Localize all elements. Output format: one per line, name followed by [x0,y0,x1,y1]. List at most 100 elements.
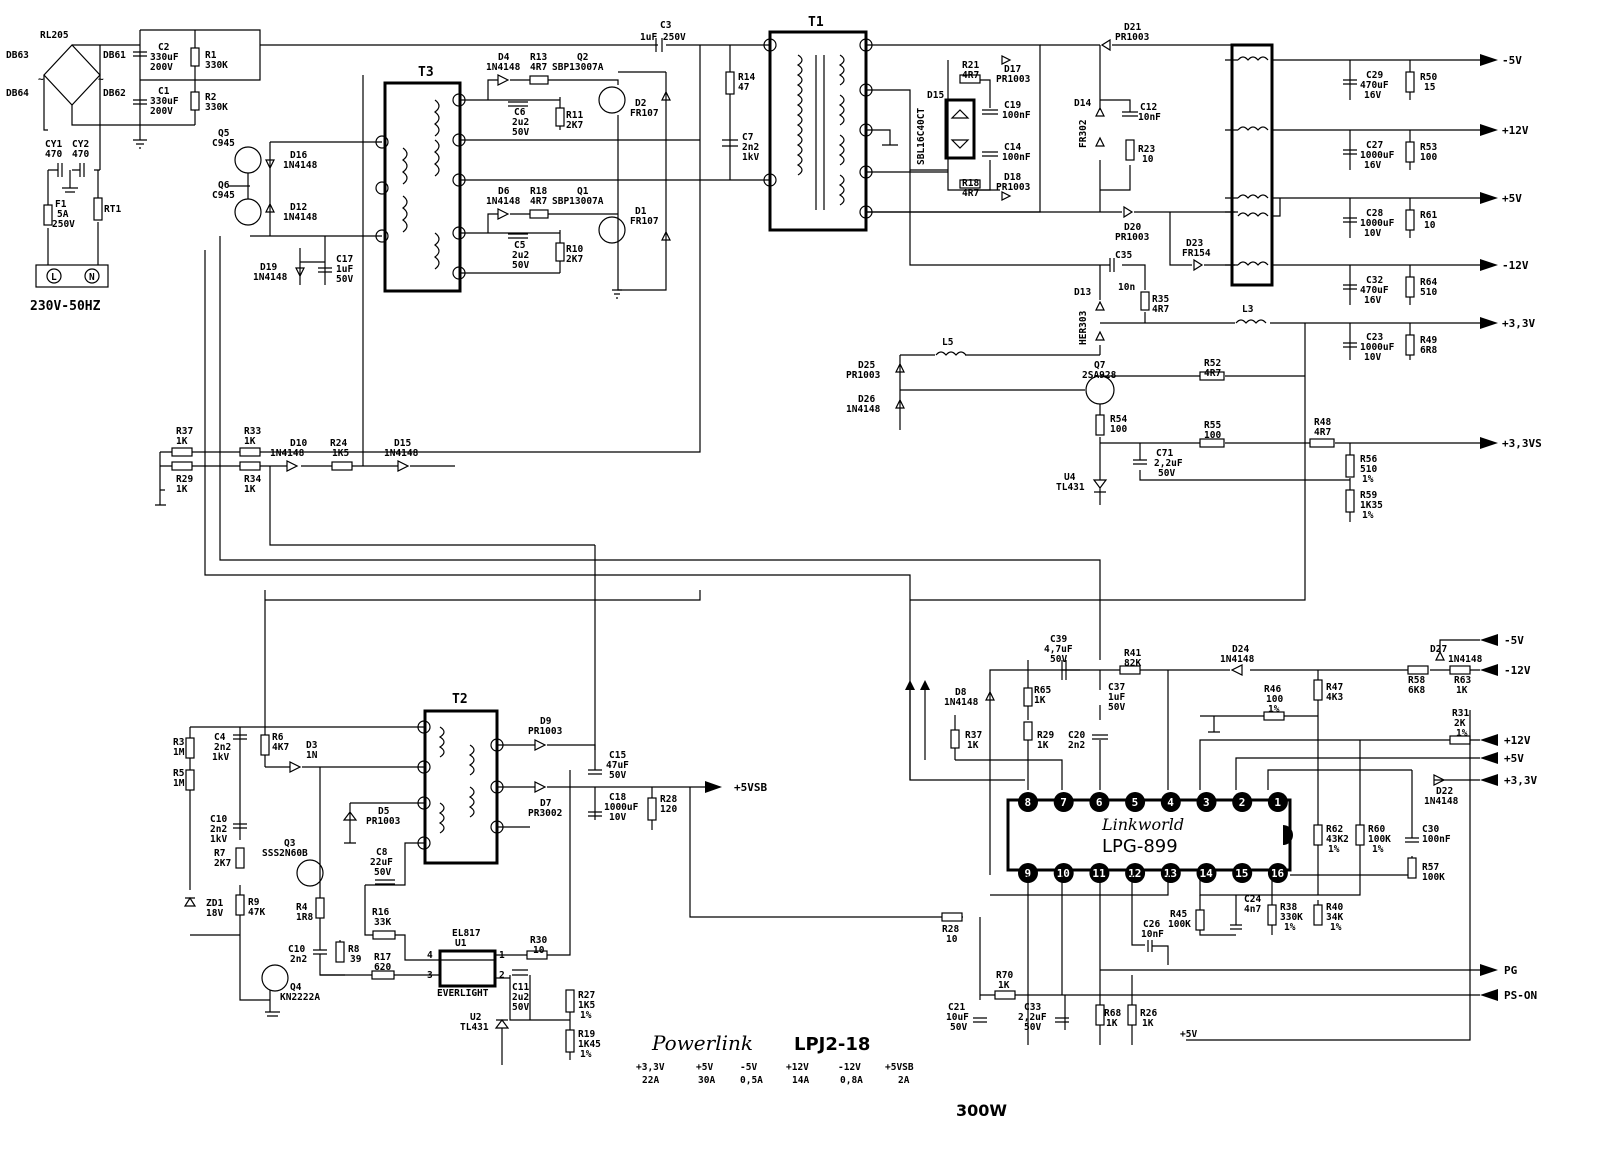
q6-label: Q6 [218,180,230,191]
d26-label: D26 [858,394,875,405]
r60-value: 100K [1368,834,1391,845]
c71-label: C71 [1156,448,1173,459]
r62-tol: 1% [1328,844,1340,855]
c30-value: 100nF [1422,834,1451,845]
ic-top-pin-7 [1053,792,1074,812]
r3-value: 1M [173,747,185,758]
ic-bottom-pin-label-12: 12 [1128,867,1141,880]
c10a-voltage: 1kV [210,834,227,845]
r34-label: R34 [244,474,261,485]
output-choke: C29 470uF 16V R50 15 C27 1000uF 16V R53 … [1225,43,1480,363]
c10b-label: C10 [288,944,305,955]
current-col-5: 0,8A [840,1075,863,1086]
r61-value: 10 [1424,220,1436,231]
r70-label: R70 [996,970,1013,981]
optocoupler-u1 [438,949,497,988]
rail-col-2: +5V [696,1062,713,1073]
r47-label: R47 [1326,682,1343,693]
r18-value: 4R7 [530,196,547,207]
r28b-value: 10 [946,934,958,945]
r31-label: R31 [1452,708,1469,719]
d3-value: 1N [306,750,318,761]
r13-label: R13 [530,52,547,63]
bridge-rectifier [43,44,101,106]
output-rails: -5V +12V +5V -12V +3,3V +3,3VS [1480,54,1542,450]
c32-value: 470uF [1360,285,1389,296]
r23-value: 10 [1142,154,1154,165]
c2-label: C2 [158,42,169,53]
c11-voltage: 50V [512,1002,529,1013]
ic-bottom-pin-label-10: 10 [1057,867,1070,880]
r10-value: 2K7 [566,254,583,265]
r45-value: 100K [1168,919,1191,930]
svg-text:4: 4 [427,950,433,961]
c10a-label: C10 [210,814,227,825]
d16-label: D16 [290,150,307,161]
u1-label: U1 [455,938,467,949]
r62-label: R62 [1326,824,1343,835]
current-col-3: 0,5A [740,1075,763,1086]
c4-voltage: 1kV [212,752,229,763]
output-plus3v3s: +3,3VS [1502,437,1542,450]
d2-label: D2 [635,98,646,109]
c11-value: 2u2 [512,992,529,1003]
r47-value: 4K3 [1326,692,1343,703]
q3-value: SSS2N60B [262,848,308,859]
u4-label: U4 [1064,472,1076,483]
d5-label: D5 [378,806,390,817]
r50-value: 15 [1424,82,1436,93]
r37a-value: 1K [176,436,188,447]
r53-value: 100 [1420,152,1437,163]
r8-value: 39 [350,954,362,965]
c33-voltage: 50V [1024,1022,1041,1033]
r52-label: R52 [1204,358,1221,369]
q7-value: 2SA928 [1082,370,1117,381]
r59-label: R59 [1360,490,1377,501]
c8-value: 22uF [370,857,393,868]
ic-input-plus5v: +5V [1504,752,1524,765]
c29-voltage: 16V [1364,90,1381,101]
c18-value: 1000uF [604,802,639,813]
d19-value: 1N4148 [253,272,288,283]
supervisor-wiring: C39 4,7uF 50V R41 82K D24 1N4148 D27 1N4… [689,634,1537,1045]
c32-label: C32 [1366,275,1383,286]
ic-top-pin-2 [1232,792,1253,812]
r58-label: R58 [1408,675,1425,686]
r59-value: 1K35 [1360,500,1383,511]
ic-bottom-pin-9 [1018,863,1038,883]
c15-label: C15 [609,750,626,761]
d14-label: D14 [1074,98,1091,109]
c11-label: C11 [512,982,529,993]
r59-tol: 1% [1362,510,1374,521]
d9-label: D9 [540,716,552,727]
r6-label: R6 [272,732,284,743]
svg-text:~: ~ [38,74,44,85]
c23-label: C23 [1366,332,1383,343]
r16-value: 33K [374,917,391,928]
r50-label: R50 [1420,72,1437,83]
q5-label: Q5 [218,128,230,139]
c5-value: 2u2 [512,250,529,261]
r9-value: 47K [248,907,265,918]
q5-value: C945 [212,138,235,149]
r31-value: 2K [1454,718,1466,729]
r30-value: 10 [533,945,545,956]
r57-value: 100K [1422,872,1445,883]
d15b-value: 1N4148 [384,448,419,459]
c12-value: 10nF [1138,112,1161,123]
c37-voltage: 50V [1108,702,1125,713]
t2-label: T3 [418,65,434,80]
r24-value: 1K5 [332,448,349,459]
ic-input-minus12v: -12V [1504,664,1531,677]
d3-label: D3 [306,740,318,751]
r38-label: R38 [1280,902,1297,913]
c8-label: C8 [376,847,388,858]
ic-bottom-pin-label-13: 13 [1164,867,1177,880]
r38-tol: 1% [1284,922,1296,933]
ic-top-pin-label-8: 8 [1025,796,1032,809]
feedback-chain: R37 1K R29 1K R33 1K R34 1K D10 1N4148 R… [155,45,1306,781]
ic-bottom-pin-13 [1160,863,1181,883]
c7-label: C7 [742,132,753,143]
d19-label: D19 [260,262,277,273]
c35-label: C35 [1115,250,1132,261]
